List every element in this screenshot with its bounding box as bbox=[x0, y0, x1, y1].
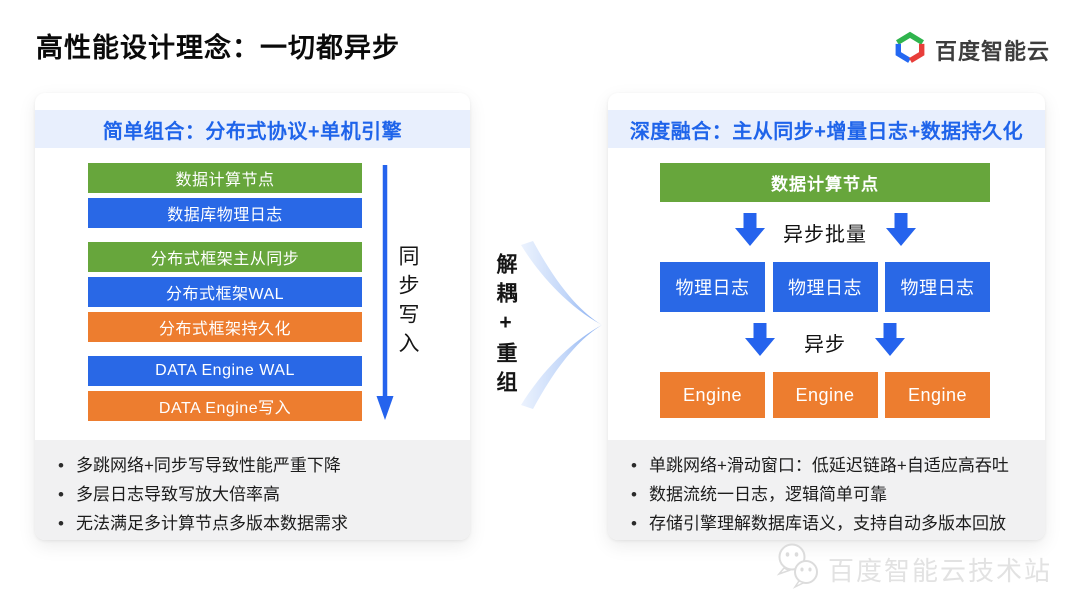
stack-bar: 数据库物理日志 bbox=[88, 198, 362, 228]
page-title: 高性能设计理念：一切都异步 bbox=[36, 33, 400, 63]
stack-bar: DATA Engine写入 bbox=[88, 391, 362, 421]
baidu-cloud-logo: 百度智能云 bbox=[892, 30, 1050, 69]
stack-bar: 分布式框架持久化 bbox=[88, 312, 362, 342]
right-panel-header: 深度融合：主从同步+增量日志+数据持久化 bbox=[608, 110, 1045, 148]
right-panel-notes: 单跳网络+滑动窗口：低延迟链路+自适应高吞吐 数据流统一日志，逻辑简单可靠 存储… bbox=[608, 440, 1045, 540]
engine-node: Engine bbox=[885, 372, 990, 418]
stack-bar: 数据计算节点 bbox=[88, 163, 362, 193]
sync-write-label: 同步写入 bbox=[396, 245, 419, 361]
async-batch-label: 异步批量 bbox=[783, 223, 867, 246]
stack-bar: DATA Engine WAL bbox=[88, 356, 362, 386]
down-arrow-icon bbox=[885, 213, 916, 251]
stack-bar: 分布式框架主从同步 bbox=[88, 242, 362, 272]
right-panel: 深度融合：主从同步+增量日志+数据持久化 数据计算节点 异步批量 物理日志 物理… bbox=[608, 93, 1045, 540]
sync-write-arrow-icon bbox=[375, 163, 395, 426]
note-item: 多层日志导致写放大倍率高 bbox=[55, 480, 462, 509]
watermark-text: 百度智能云技术站 bbox=[828, 556, 1053, 586]
baidu-cloud-logo-icon bbox=[892, 30, 928, 69]
legacy-stack: 数据计算节点 数据库物理日志 分布式框架主从同步 分布式框架WAL 分布式框架持… bbox=[88, 163, 362, 421]
left-panel: 简单组合：分布式协议+单机引擎 数据计算节点 数据库物理日志 分布式框架主从同步… bbox=[35, 93, 470, 540]
log-node: 物理日志 bbox=[660, 262, 765, 312]
left-notes-list: 多跳网络+同步写导致性能严重下降 多层日志导致写放大倍率高 无法满足多计算节点多… bbox=[55, 451, 462, 538]
log-nodes-row: 物理日志 物理日志 物理日志 bbox=[660, 262, 990, 312]
right-notes-list: 单跳网络+滑动窗口：低延迟链路+自适应高吞吐 数据流统一日志，逻辑简单可靠 存储… bbox=[628, 451, 1037, 538]
note-item: 单跳网络+滑动窗口：低延迟链路+自适应高吞吐 bbox=[628, 451, 1037, 480]
engine-node: Engine bbox=[772, 372, 878, 418]
note-item: 数据流统一日志，逻辑简单可靠 bbox=[628, 480, 1037, 509]
engine-nodes-row: Engine Engine Engine bbox=[660, 372, 990, 418]
left-panel-header: 简单组合：分布式协议+单机引擎 bbox=[35, 110, 470, 148]
left-panel-notes: 多跳网络+同步写导致性能严重下降 多层日志导致写放大倍率高 无法满足多计算节点多… bbox=[35, 440, 470, 540]
down-arrow-icon bbox=[734, 213, 765, 251]
note-item: 多跳网络+同步写导致性能严重下降 bbox=[55, 451, 462, 480]
wechat-icon bbox=[775, 542, 823, 597]
log-node: 物理日志 bbox=[885, 262, 990, 312]
engine-node: Engine bbox=[660, 372, 765, 418]
compute-node: 数据计算节点 bbox=[660, 163, 990, 202]
note-item: 无法满足多计算节点多版本数据需求 bbox=[55, 509, 462, 538]
log-node: 物理日志 bbox=[772, 262, 878, 312]
async-batch-row: 异步批量 bbox=[660, 202, 990, 262]
watermark: 百度智能云技术站 bbox=[775, 542, 1052, 597]
transform-arrow-icon bbox=[519, 241, 603, 414]
down-arrow-icon bbox=[875, 323, 905, 361]
logo-text: 百度智能云 bbox=[934, 38, 1050, 64]
async-row: 异步 bbox=[660, 312, 990, 372]
transition-zone: 解耦+重组 bbox=[470, 93, 608, 540]
stack-bar: 分布式框架WAL bbox=[88, 277, 362, 307]
down-arrow-icon bbox=[745, 323, 775, 361]
transition-label: 解耦+重组 bbox=[494, 253, 517, 400]
note-item: 存储引擎理解数据库语义，支持自动多版本回放 bbox=[628, 509, 1037, 538]
async-label: 异步 bbox=[804, 333, 846, 356]
